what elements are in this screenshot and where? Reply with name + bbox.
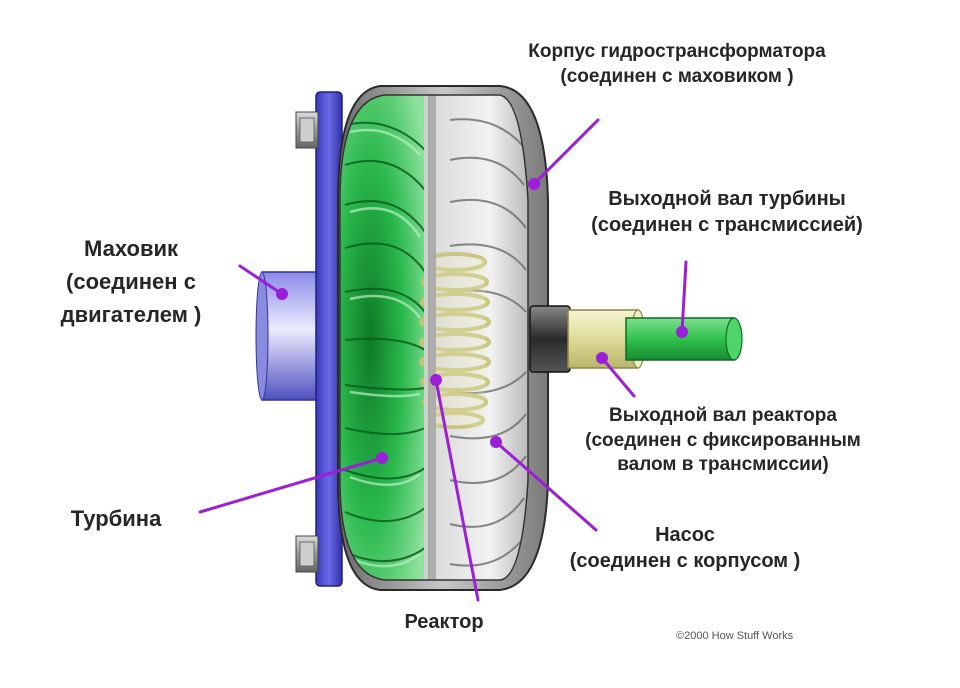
label-housing: Корпус гидространсформатора (соединен с … bbox=[468, 40, 886, 89]
label-line: Выходной вал реактора bbox=[609, 405, 837, 426]
callout-lines bbox=[198, 118, 688, 602]
label-pump: Насос (соединен с корпусом ) bbox=[530, 522, 840, 574]
label-turbine-shaft: Выходной вал турбины (соединен с трансми… bbox=[540, 186, 914, 238]
flywheel-hub-face bbox=[255, 271, 269, 401]
bolt-icon bbox=[295, 111, 319, 149]
copyright-notice: ©2000 How Stuff Works bbox=[676, 630, 794, 642]
turbine bbox=[340, 95, 430, 580]
label-flywheel: Маховик (соединен с двигателем ) bbox=[20, 232, 242, 331]
turbine-shaft bbox=[625, 317, 735, 361]
label-line: Выходной вал турбины bbox=[608, 188, 846, 210]
flywheel-hub bbox=[261, 271, 325, 401]
label-line: Насос bbox=[655, 524, 715, 546]
label-line: Турбина bbox=[70, 506, 162, 531]
label-line: (соединен с корпусом ) bbox=[569, 550, 801, 572]
label-line: двигателем ) bbox=[60, 302, 202, 327]
label-line: (соединен с bbox=[66, 269, 196, 294]
shaft-collar bbox=[529, 305, 571, 373]
label-reactor: Реактор bbox=[388, 609, 500, 635]
label-reactor-shaft: Выходной вал реактора (соединен с фиксир… bbox=[532, 404, 914, 478]
label-line: Корпус гидространсформатора bbox=[528, 41, 826, 62]
bolt-icon bbox=[295, 535, 319, 573]
label-line: (соединен с трансмиссией) bbox=[591, 214, 863, 236]
label-line: Реактор bbox=[404, 611, 484, 633]
reactor bbox=[419, 252, 491, 429]
label-line: (соединен с маховиком ) bbox=[560, 65, 794, 87]
label-line: (соединен с фиксированным bbox=[585, 429, 861, 451]
label-turbine: Турбина bbox=[46, 505, 186, 534]
label-line: валом в трансмиссии) bbox=[617, 454, 829, 476]
label-line: Маховик bbox=[83, 236, 178, 261]
